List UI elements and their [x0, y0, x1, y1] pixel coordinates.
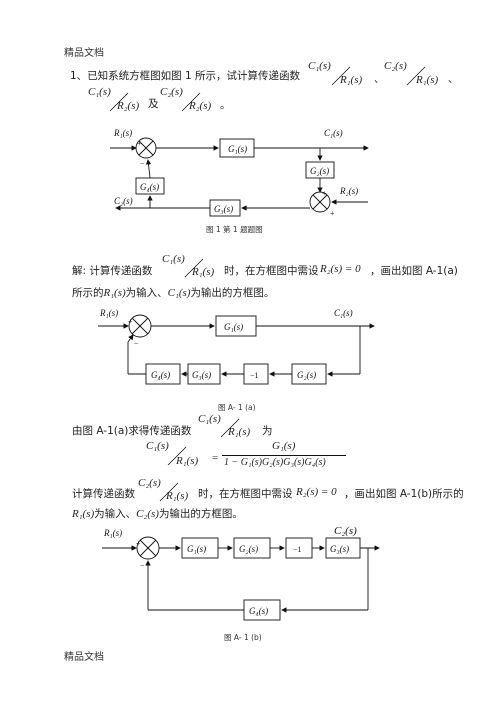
svg-text:−: − [140, 561, 145, 570]
figure-a1a-caption: 图 A- 1 (a) [218, 403, 256, 412]
frac-c2-r2-denominator: R₂(s) [189, 100, 212, 112]
output-symbol: C₁(s) [167, 287, 191, 299]
label-c1: C₁(s) [324, 128, 343, 138]
solution1-frac-den: R₁(s) [192, 266, 215, 278]
label-g1: G₁(s) [224, 322, 243, 332]
frac-slash [167, 446, 187, 466]
label-g4: G₄(s) [249, 606, 268, 616]
svg-text:+: + [128, 317, 133, 326]
label-g3: G₃(s) [192, 370, 211, 380]
frac-slash [406, 66, 426, 86]
solution2-prefix: 计算传递函数 [72, 488, 135, 500]
frac-c2-r1-numerator: C₂(s) [384, 60, 407, 72]
solution2-mid: 时，在方框图中需设 [198, 488, 293, 500]
input-symbol: R₁(s) [103, 287, 126, 299]
frac-slash [220, 418, 240, 438]
eq-numerator: G₁(s) [272, 440, 296, 452]
text: 所示的 [72, 287, 104, 299]
problem-line-1: 1、已知系统方框图如图 1 所示，试计算传递函数 [70, 69, 300, 83]
text: 为输出的方框图。 [158, 508, 243, 520]
svg-text:−: − [134, 339, 139, 348]
solution1-line2: 所示的R₁(s)为输入、C₁(s)为输出的方框图。 [72, 286, 274, 300]
page-footer: 精品文档 [64, 652, 104, 663]
label-neg1: −1 [250, 371, 259, 380]
label-g1: G₁(s) [228, 144, 247, 154]
frac-c1-r1-denominator: R₁(s) [340, 74, 363, 86]
label-g2: G₂(s) [239, 544, 258, 554]
frac-slash [331, 66, 351, 86]
solution2-line2: R₁(s)为输入、C₂(s)为输出的方框图。 [72, 507, 243, 521]
and-text: 及 [148, 98, 159, 110]
page-header: 精品文档 [64, 48, 104, 59]
solution1-condition: R₂(s) = 0 [320, 263, 361, 275]
label-g2: G₂(s) [310, 166, 329, 176]
figure-a1a-block-diagram: R₁(s) C₁(s) G₁(s) G₂(s) −1 G₃(s) G₄(s) +… [98, 308, 375, 385]
label-r1: R₁(s) [113, 128, 132, 138]
frac-c1-r1-numerator: C₁(s) [308, 60, 331, 72]
solution1-mid: 时，在方框图中需设 [224, 265, 319, 277]
solution2-frac-den: R₁(s) [166, 490, 189, 502]
frac-slash [181, 92, 201, 112]
input-symbol: R₁(s) [72, 508, 95, 520]
svg-text:+: + [136, 539, 141, 548]
label-c2: C₂(s) [114, 196, 133, 206]
eq-sign: = [212, 452, 219, 464]
solution2-frac-num: C₂(s) [138, 477, 161, 489]
output-symbol: C₂(s) [136, 508, 159, 520]
svg-text:+: + [322, 189, 327, 198]
figure-a1b-block-diagram: R₁(s) C₂(s) G₁(s) G₂(s) −1 G₃(s) G₄(s) +… [102, 525, 380, 621]
label-g2: G₂(s) [297, 370, 316, 380]
frac-c2-r2-numerator: C₂(s) [160, 86, 183, 98]
frac-slash [109, 92, 129, 112]
period: 。 [220, 99, 231, 111]
problem-text: 已知系统方框图如图 1 所示，试计算传递函数 [87, 70, 301, 82]
frac-slash [159, 482, 179, 502]
derive-frac-num: C₁(s) [198, 413, 221, 425]
label-c2: C₂(s) [334, 525, 357, 537]
summing-junction-2 [309, 191, 331, 213]
separator: 、 [448, 73, 459, 85]
svg-text:+: + [330, 209, 335, 218]
label-g3: G₃(s) [214, 204, 233, 214]
derive-suffix: 为 [262, 425, 273, 437]
solution2-condition: R₂(s) = 0 [296, 486, 337, 498]
eq-denominator: 1 − G₁(s)G₂(s)G₃(s)G₄(s) [224, 457, 326, 468]
label-r1: R₁(s) [99, 308, 118, 318]
solution2-tail: ，画出如图 A-1(b)所示的 [344, 488, 464, 500]
frac-c1-r2-denominator: R₂(s) [117, 100, 140, 112]
figure-1-block-diagram: R₁(s) C₁(s) G₁(s) G₂(s) R₂(s) G₃(s) G₄(s… [110, 128, 369, 218]
label-g3: G₃(s) [330, 544, 349, 554]
label-g1: G₁(s) [187, 544, 206, 554]
figure-a1b-caption: 图 A- 1 (b) [224, 633, 262, 642]
solution1-tail: ，画出如图 A-1(a) [370, 265, 458, 277]
frac-slash [184, 258, 204, 278]
problem-number: 1、 [70, 70, 88, 82]
label-c1: C₁(s) [334, 308, 353, 318]
label-neg1: −1 [293, 545, 302, 554]
svg-text:+: + [137, 139, 142, 148]
separator: 、 [374, 73, 385, 85]
svg-text:−: − [140, 159, 145, 168]
derive-prefix: 由图 A-1(a)求得传递函数 [72, 425, 192, 437]
solution1-prefix: 解: 计算传递函数 [72, 265, 153, 277]
text: 为输入、 [125, 287, 168, 299]
derive-frac-den: R₁(s) [228, 426, 251, 438]
label-r2: R₂(s) [339, 186, 358, 196]
frac-c1-r2-numerator: C₁(s) [88, 86, 111, 98]
fraction-bar [222, 455, 346, 456]
label-g4: G₄(s) [140, 182, 159, 192]
text: 为输入、 [94, 508, 137, 520]
label-g4: G₄(s) [151, 370, 170, 380]
label-r1: R₁(s) [103, 528, 122, 538]
frac-c2-r1-denominator: R₁(s) [416, 74, 439, 86]
eq-lhs-num: C₁(s) [146, 440, 169, 452]
solution1-frac-num: C₁(s) [162, 253, 185, 265]
text: 为输出的方框图。 [190, 287, 275, 299]
figure-1-caption: 图 1 第 1 题题图 [206, 225, 263, 234]
eq-lhs-den: R₁(s) [176, 455, 199, 467]
